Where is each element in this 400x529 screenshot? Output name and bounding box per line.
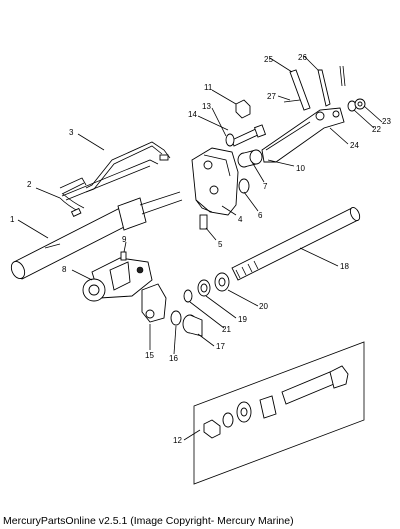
callout-2: 2 — [27, 180, 32, 189]
callout-25: 25 — [264, 55, 273, 64]
part-20-nut — [214, 272, 230, 292]
part-12-kit-box — [193, 341, 365, 485]
part-5-pin — [199, 214, 208, 230]
callout-19: 19 — [238, 315, 247, 324]
callout-3: 3 — [69, 128, 74, 137]
callout-10: 10 — [296, 164, 305, 173]
part-13-washer — [225, 133, 235, 147]
part-9-screw — [120, 251, 127, 261]
part-1-steering-tube — [10, 191, 183, 280]
callout-9: 9 — [122, 235, 127, 244]
callout-4: 4 — [238, 215, 243, 224]
part-4-bracket — [191, 147, 239, 216]
callout-labels: 1 2 3 4 5 6 7 8 9 10 11 12 13 14 15 16 1… — [10, 53, 391, 445]
callout-27: 27 — [267, 92, 276, 101]
callout-1: 1 — [10, 215, 15, 224]
callout-24: 24 — [350, 141, 359, 150]
part-27-cotter — [283, 65, 346, 103]
part-11-nut — [235, 99, 251, 119]
callout-21: 21 — [222, 325, 231, 334]
part-18-threaded-rod — [231, 206, 361, 281]
image-caption: MercuryPartsOnline v2.5.1 (Image Copyrig… — [3, 515, 294, 527]
callout-20: 20 — [259, 302, 268, 311]
callout-5: 5 — [218, 240, 223, 249]
part-15-fitting — [141, 283, 167, 323]
part-26-pin — [317, 69, 331, 107]
callout-13: 13 — [202, 102, 211, 111]
callout-14: 14 — [188, 110, 197, 119]
part-25-pin — [289, 69, 311, 111]
part-14-bolt — [231, 124, 267, 147]
part-16-washer — [170, 310, 182, 326]
callout-16: 16 — [169, 354, 178, 363]
callout-22: 22 — [372, 125, 381, 134]
callout-26: 26 — [298, 53, 307, 62]
callout-18: 18 — [340, 262, 349, 271]
callout-17: 17 — [216, 342, 225, 351]
callout-11: 11 — [204, 83, 213, 92]
leader-lines — [17, 55, 383, 441]
part-19-washer — [197, 279, 211, 297]
part-3-tube — [59, 141, 171, 195]
part-2-tube — [59, 159, 159, 218]
part-21-washer — [183, 289, 193, 303]
callout-7: 7 — [263, 182, 268, 191]
callout-15: 15 — [145, 351, 154, 360]
part-24-steering-arm — [261, 107, 345, 163]
part-7-spacer — [237, 149, 263, 168]
callout-6: 6 — [258, 211, 263, 220]
callout-8: 8 — [62, 265, 67, 274]
part-6-washer — [238, 178, 250, 194]
callout-12: 12 — [173, 436, 182, 445]
part-8-valve — [82, 257, 153, 302]
part-23-nut — [354, 98, 366, 110]
callout-23: 23 — [382, 117, 391, 126]
part-17-plug — [182, 314, 203, 337]
